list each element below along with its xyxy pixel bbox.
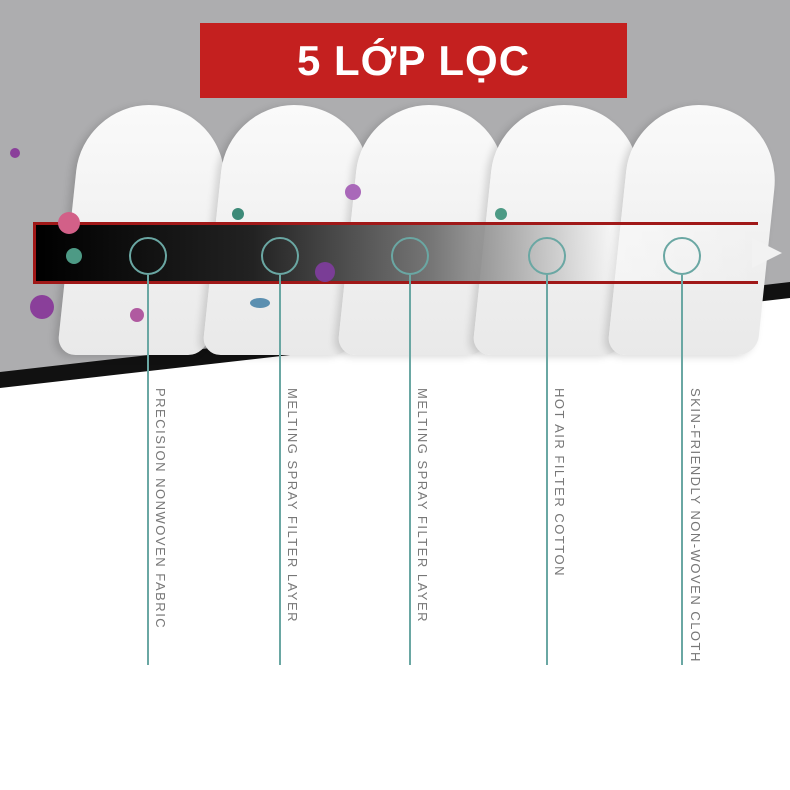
layer-1-label: PRECISION NONWOVEN FABRIC: [153, 388, 168, 630]
layer-4-marker: [528, 237, 566, 275]
virus-icon: [315, 262, 335, 282]
virus-icon: [10, 148, 20, 158]
bacteria-icon: [250, 298, 270, 308]
virus-icon: [345, 184, 361, 200]
layer-4-label: HOT AIR FILTER COTTON: [552, 388, 567, 577]
title-banner: 5 LỚP LỌC: [200, 23, 627, 98]
virus-icon: [130, 308, 144, 322]
virus-icon: [232, 208, 244, 220]
layer-2-marker: [261, 237, 299, 275]
virus-icon: [495, 208, 507, 220]
leader-line: [546, 275, 548, 665]
layer-2-label: MELTING SPRAY FILTER LAYER: [285, 388, 300, 624]
leader-line: [279, 275, 281, 665]
virus-icon: [58, 212, 80, 234]
banner-title: 5 LỚP LỌC: [296, 36, 531, 84]
leader-line: [681, 275, 683, 665]
layer-5-label: SKIN-FRIENDLY NON-WOVEN CLOTH: [688, 388, 703, 663]
virus-icon: [66, 248, 82, 264]
layer-3-marker: [391, 237, 429, 275]
layer-3-label: MELTING SPRAY FILTER LAYER: [415, 388, 430, 624]
layer-1-marker: [129, 237, 167, 275]
layer-5-marker: [663, 237, 701, 275]
leader-line: [409, 275, 411, 665]
leader-line: [147, 275, 149, 665]
arrow-head-icon: [752, 238, 782, 268]
virus-icon: [30, 295, 54, 319]
